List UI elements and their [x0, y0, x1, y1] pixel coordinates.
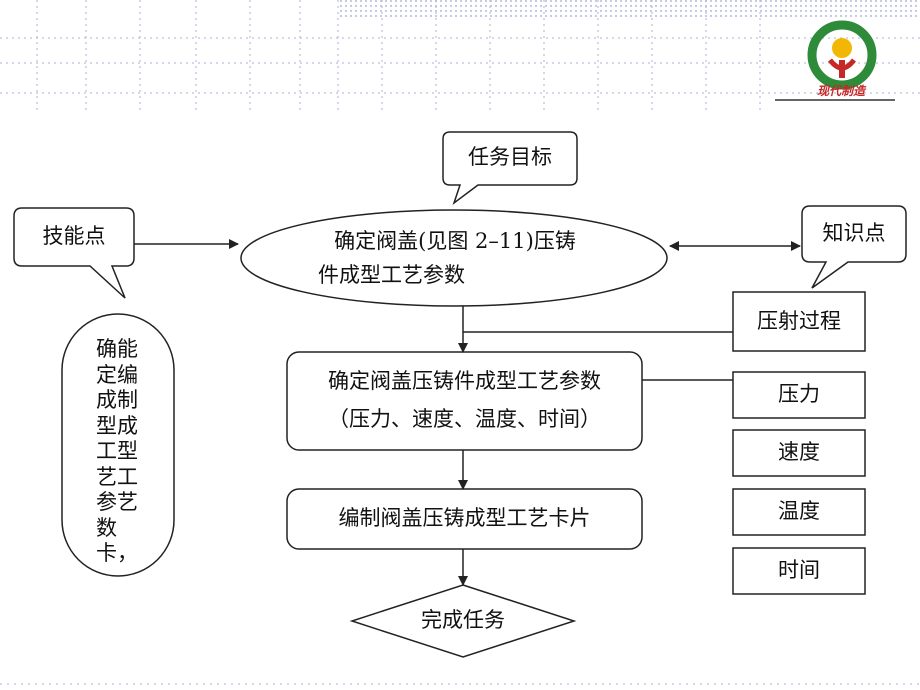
- knowledge-box-1: [732, 291, 866, 352]
- callout-task-goal-shape: [442, 131, 578, 206]
- knowledge-item-1: 压射过程: [757, 309, 841, 333]
- task-goal-label: 任务目标: [468, 145, 552, 169]
- step1-line2: 件成型工艺参数: [318, 263, 465, 287]
- skill-point-label: 技能点: [42, 224, 106, 248]
- knowledge-item-2: 压力: [778, 382, 820, 406]
- logo: 现代制造: [800, 20, 882, 106]
- end-diamond: [349, 584, 577, 658]
- knowledge-box-3: [732, 429, 866, 477]
- knowledge-item-4: 温度: [778, 499, 820, 523]
- callout-knowledge-shape: [801, 205, 907, 289]
- header-pattern-band: [338, 0, 920, 18]
- knowledge-box-2: [732, 371, 866, 419]
- step3-label: 编制阀盖压铸成型工艺卡片: [338, 506, 591, 530]
- knowledge-item-5: 时间: [778, 558, 820, 582]
- grid-lines: [0, 0, 920, 110]
- step1-ellipse: [240, 209, 668, 307]
- knowledge-item-3: 速度: [778, 440, 820, 464]
- skill-content-box: [61, 313, 175, 577]
- logo-text: 现代制造: [816, 84, 865, 98]
- knowledge-point-label: 知识点: [822, 221, 886, 245]
- step1-line1: 确定阀盖(见图 2–11)压铸: [334, 229, 576, 253]
- logo-emblem: [807, 20, 877, 90]
- end-label: 完成任务: [421, 608, 505, 632]
- knowledge-box-4: [732, 488, 866, 536]
- knowledge-box-5: [732, 547, 866, 595]
- step2-line2: （压力、速度、温度、时间）: [328, 407, 601, 431]
- skill-content-text: 确能定编成制型成工型艺工参艺数卡，: [96, 337, 138, 565]
- step2-line1: 确定阀盖压铸件成型工艺参数: [328, 369, 601, 393]
- callout-skill-shape: [13, 207, 135, 299]
